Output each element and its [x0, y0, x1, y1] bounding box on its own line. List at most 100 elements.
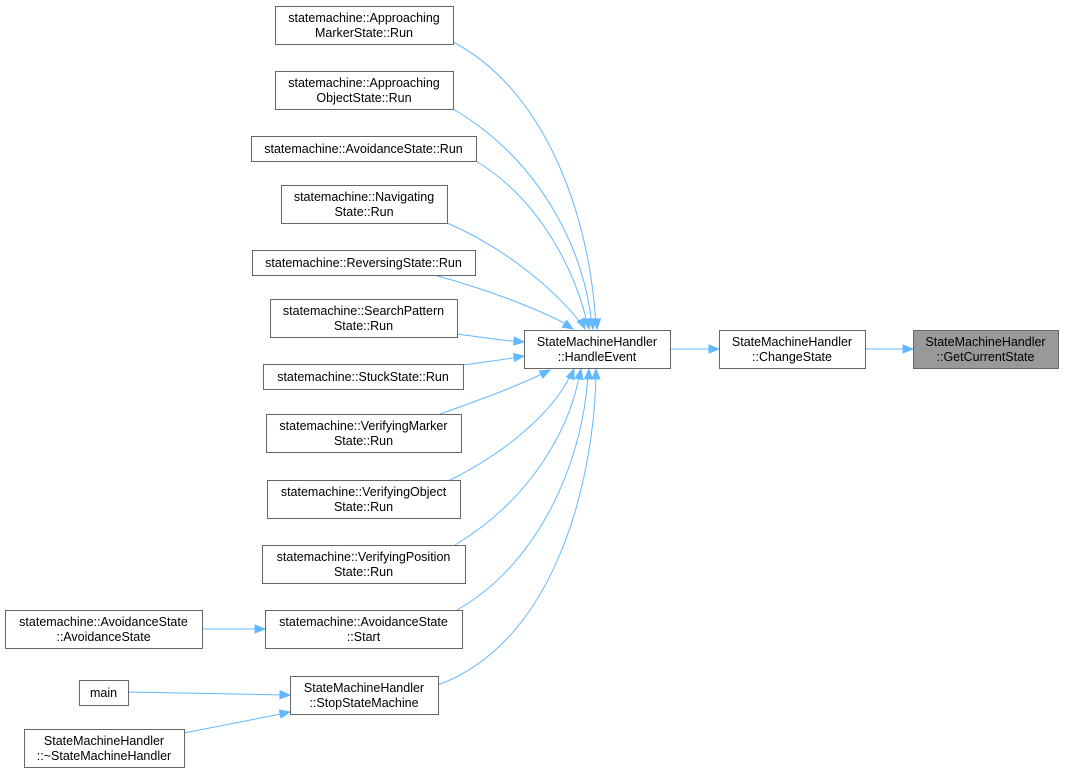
node-label-line: statemachine::AvoidanceState	[19, 615, 188, 629]
node-label-line: statemachine::AvoidanceState	[279, 615, 448, 629]
node-label-line: ObjectState::Run	[316, 91, 411, 105]
edge-verifying-object-to-handle-event	[449, 367, 575, 481]
node-label-line: statemachine::AvoidanceState::Run	[264, 142, 463, 156]
edge-line	[439, 371, 547, 415]
edge-handle-event-to-change-state	[670, 344, 721, 354]
node-label-line: ::Start	[347, 630, 381, 644]
node-label-line: statemachine::SearchPattern	[283, 304, 444, 318]
node-label-line: State::Run	[334, 500, 393, 514]
arrowhead	[902, 344, 915, 354]
edge-avoidance-run-to-handle-event	[475, 160, 592, 331]
arrowhead	[279, 690, 292, 700]
node-label-line: StateMachineHandler	[537, 335, 657, 349]
edge-stop-sm-to-handle-event	[437, 367, 601, 686]
edge-line	[454, 371, 581, 546]
edge-line	[452, 41, 597, 327]
edge-line	[456, 333, 521, 343]
edge-line	[433, 274, 571, 327]
edge-reversing-to-handle-event	[433, 274, 575, 330]
node-box[interactable]	[263, 364, 464, 390]
node-get-current-state[interactable]: StateMachineHandler::GetCurrentState	[913, 330, 1059, 369]
node-label-line: ::ChangeState	[752, 350, 832, 364]
node-change-state[interactable]: StateMachineHandler::ChangeState	[719, 330, 866, 369]
edge-verifying-marker-to-handle-event	[439, 369, 552, 415]
node-label-line: StateMachineHandler	[925, 335, 1045, 349]
node-label-line: StateMachineHandler	[304, 681, 424, 695]
nodes-layer: statemachine::Approaching MarkerState::Ru…	[5, 6, 1059, 768]
node-box[interactable]	[79, 680, 129, 706]
edge-avoidance-start-to-handle-event	[456, 367, 594, 611]
node-box[interactable]	[275, 71, 454, 110]
edge-avoidance-ctor-to-avoidance-start	[202, 624, 267, 634]
node-stuck-run[interactable]: statemachine::StuckState::Run	[263, 364, 464, 390]
node-approaching-object-run[interactable]: statemachine::ApproachingObjectState::Ru…	[275, 71, 454, 110]
edge-change-state-to-get-current-state	[865, 344, 915, 354]
node-avoidance-constructor[interactable]: statemachine::AvoidanceState::AvoidanceS…	[5, 610, 203, 649]
edge-navigating-to-handle-event	[446, 222, 586, 331]
node-box[interactable]	[913, 330, 1059, 369]
node-approaching-marker-run[interactable]: statemachine::ApproachingMarkerState::Ru…	[275, 6, 454, 45]
edge-sm-dtor-to-stop-sm	[183, 709, 292, 734]
arrowhead	[278, 709, 292, 719]
node-label-line: statemachine::VerifyingObject	[281, 485, 447, 499]
arrowhead	[576, 317, 586, 331]
node-label-line: State::Run	[334, 434, 393, 448]
node-state-machine-destructor[interactable]: StateMachineHandler::~StateMachineHandle…	[24, 729, 185, 768]
node-label-line: statemachine::Approaching	[288, 76, 440, 90]
node-box[interactable]	[251, 136, 477, 162]
arrowhead	[513, 336, 526, 346]
node-box[interactable]	[270, 299, 458, 338]
node-label-line: main	[90, 686, 117, 700]
node-box[interactable]	[5, 610, 203, 649]
node-box[interactable]	[262, 545, 466, 584]
edge-stuck-to-handle-event	[462, 352, 526, 366]
arrowhead	[574, 367, 584, 381]
arrowhead	[254, 624, 267, 634]
node-box[interactable]	[719, 330, 866, 369]
node-label-line: ::~StateMachineHandler	[37, 749, 171, 763]
node-main[interactable]: main	[79, 680, 129, 706]
node-box[interactable]	[24, 729, 185, 768]
node-box[interactable]	[524, 330, 671, 369]
edge-search-pattern-to-handle-event	[456, 333, 526, 346]
edge-line	[183, 712, 287, 734]
node-label-line: statemachine::Navigating	[294, 190, 434, 204]
node-verifying-position-run[interactable]: statemachine::VerifyingPositionState::Ru…	[262, 545, 466, 584]
node-label-line: ::AvoidanceState	[56, 630, 150, 644]
node-box[interactable]	[267, 480, 461, 519]
arrowhead	[591, 367, 601, 380]
node-label-line: ::StopStateMachine	[309, 696, 418, 710]
edge-line	[475, 160, 589, 327]
node-avoidance-start[interactable]: statemachine::AvoidanceState::Start	[265, 610, 463, 649]
node-label-line: State::Run	[334, 565, 393, 579]
node-label-line: statemachine::ReversingState::Run	[265, 256, 462, 270]
node-label-line: statemachine::VerifyingMarker	[279, 419, 447, 433]
node-label-line: StateMachineHandler	[44, 734, 164, 748]
node-avoidance-run[interactable]: statemachine::AvoidanceState::Run	[251, 136, 477, 162]
edge-line	[452, 108, 593, 327]
node-handle-event[interactable]: StateMachineHandler::HandleEvent	[524, 330, 671, 369]
node-box[interactable]	[281, 185, 448, 224]
node-label-line: ::HandleEvent	[558, 350, 637, 364]
node-label-line: statemachine::VerifyingPosition	[277, 550, 451, 564]
node-box[interactable]	[265, 610, 463, 649]
node-box[interactable]	[266, 414, 462, 453]
node-stop-state-machine[interactable]: StateMachineHandler::StopStateMachine	[290, 676, 439, 715]
edge-line	[456, 371, 589, 611]
node-box[interactable]	[252, 250, 476, 276]
arrowhead	[512, 352, 526, 363]
node-box[interactable]	[275, 6, 454, 45]
node-box[interactable]	[290, 676, 439, 715]
node-label-line: State::Run	[334, 205, 393, 219]
node-reversing-run[interactable]: statemachine::ReversingState::Run	[252, 250, 476, 276]
edge-line	[437, 371, 597, 686]
edges-layer	[127, 41, 915, 734]
arrowhead	[583, 367, 594, 380]
node-label-line: MarkerState::Run	[315, 26, 413, 40]
edge-line	[462, 356, 521, 366]
